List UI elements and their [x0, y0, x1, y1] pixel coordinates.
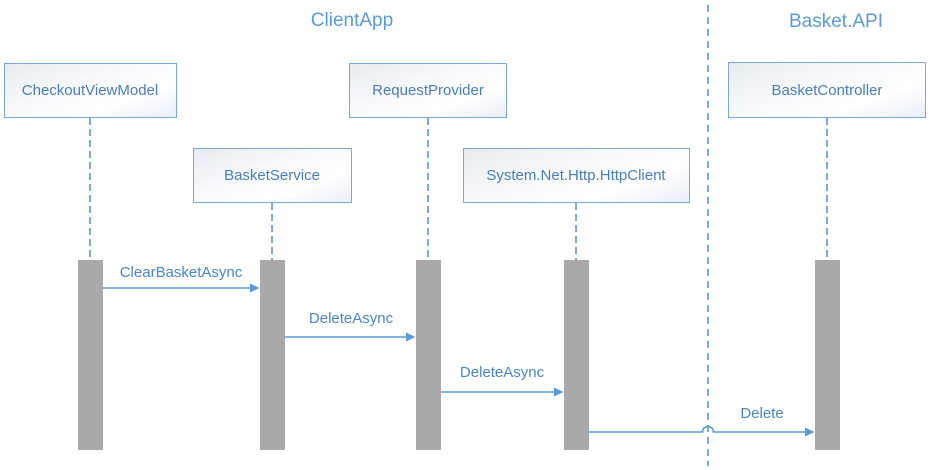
participant-box-checkoutviewmodel: CheckoutViewModel — [3, 63, 177, 118]
participant-label: RequestProvider — [372, 82, 484, 99]
activation-bar-requestprovider — [415, 260, 441, 450]
participant-label: BasketController — [771, 81, 883, 99]
message-arrow-deleteasync-1 — [284, 332, 416, 342]
participant-box-basketcontroller: BasketController — [728, 62, 926, 118]
activation-bar-httpclient — [563, 260, 589, 450]
activation-bar-basketcontroller — [814, 260, 840, 450]
message-arrow-delete — [588, 425, 815, 437]
activation-bar-checkoutviewmodel — [77, 260, 103, 450]
group-label-clientapp: ClientApp — [310, 10, 394, 31]
participant-box-basketservice: BasketService — [192, 148, 352, 203]
message-label-clearbasketasync: ClearBasketAsync — [119, 264, 243, 281]
message-arrow-deleteasync-2 — [440, 387, 564, 397]
participant-box-httpclient: System.Net.Http.HttpClient — [462, 148, 690, 203]
participant-label: System.Net.Http.HttpClient — [486, 167, 666, 184]
participant-box-requestprovider: RequestProvider — [349, 63, 507, 118]
message-label-deleteasync-1: DeleteAsync — [308, 310, 394, 327]
message-label-deleteasync-2: DeleteAsync — [459, 364, 545, 381]
participant-label: BasketService — [224, 167, 320, 184]
group-label-basket-api: Basket.API — [789, 11, 883, 32]
participant-label: CheckoutViewModel — [21, 82, 159, 99]
message-arrow-clearbasketasync — [102, 283, 260, 293]
message-label-delete: Delete — [740, 405, 784, 422]
activation-bar-basketservice — [259, 260, 285, 450]
